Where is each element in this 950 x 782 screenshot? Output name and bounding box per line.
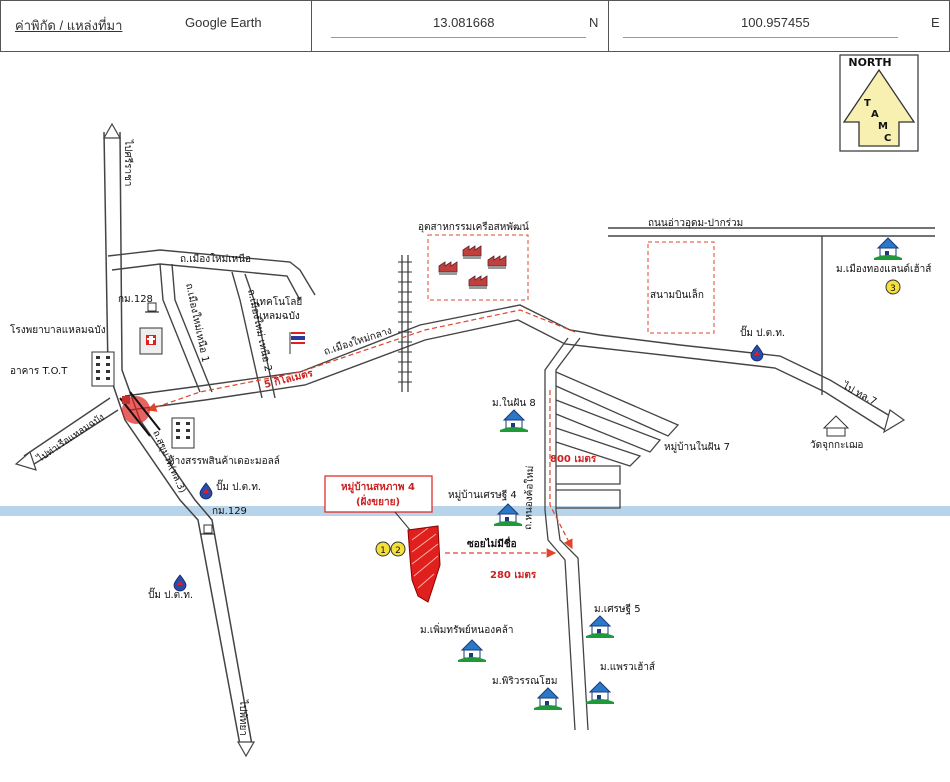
landmark-icon (122, 396, 130, 404)
arrow-left-icon (14, 450, 37, 471)
label-project-subtitle: (ฝั่งขยาย) (356, 494, 400, 508)
label-setthi-5: ม.เศรษฐี 5 (594, 603, 641, 615)
temple-icon (822, 415, 850, 437)
label-rd-ao-udom: ถนนอ่าวอุดม-ปากร่วม (648, 218, 743, 229)
latitude-value: 13.081668 (433, 15, 495, 30)
label-department-store: ห้างสรรพสินค้าเดอะมอลล์ (168, 455, 280, 467)
muang-mai-nuea-road (107, 249, 316, 399)
project-callout-box (324, 475, 433, 513)
airport-boundary (647, 241, 715, 334)
nong-kho-mai-road (544, 337, 680, 731)
house-icon (585, 615, 615, 639)
label-wat-chuk: วัดจุกกะเฌอ (810, 440, 863, 451)
label-km128: กม.128 (118, 294, 153, 305)
ptt-station-icon (199, 482, 213, 500)
label-project-title: หมู่บ้านสหภาพ 4 (341, 481, 415, 494)
label-soi-no-name: ซอยไม่มีชื่อ (467, 536, 517, 550)
hospital-icon (139, 327, 163, 355)
arrow-up-icon (102, 122, 122, 139)
label-hospital: โรงพยาบาลแหลมฉบัง (10, 323, 106, 336)
source-value: Google Earth (185, 15, 262, 30)
label-rd-muang-mai-nuea: ถ.เมืองใหม่เหนือ (180, 253, 251, 265)
label-rd-muang-mai-nuea1: ถ.เมืองใหม่เหนือ 1 (183, 282, 211, 363)
label-nai-fun-8: ม.ในฝัน 8 (492, 397, 536, 409)
label-to-sriracha: ไปศรีราชา (122, 139, 134, 186)
compass-letter: M (878, 121, 888, 132)
muang-mai-klang-road (124, 304, 891, 431)
highlight-band (0, 506, 950, 516)
factory-icon (462, 245, 482, 260)
divider (311, 1, 312, 52)
north-compass (839, 54, 919, 152)
industrial-estate-boundary (427, 234, 529, 301)
compass-title: NORTH (848, 56, 891, 69)
route-path (146, 309, 576, 558)
lon-underline (623, 37, 898, 38)
house-icon (457, 639, 487, 663)
project-site-hatch (411, 527, 439, 589)
factory-icon (487, 255, 507, 270)
compass-letter: A (871, 109, 879, 120)
arrow-down-icon (236, 741, 256, 758)
lat-underline (331, 37, 586, 38)
longitude-direction: E (931, 15, 940, 30)
label-tot: อาคาร T.O.T (10, 366, 68, 377)
marker-1-icon (375, 541, 391, 557)
marker-3-label: 3 (890, 284, 896, 294)
ao-udom-road (608, 227, 935, 395)
railway (398, 255, 412, 392)
arrow-right-icon (883, 409, 906, 434)
latitude-direction: N (589, 15, 599, 30)
marker-1-label: 1 (380, 546, 386, 556)
marker-3-icon (885, 279, 901, 295)
department-store-icon (171, 417, 195, 449)
label-perm-sap: ม.เพิ่มทรัพย์หนองคล้า (420, 622, 514, 636)
location-map: NORTH T A M C ไปศรีราชา ไปพัทยา ไปท่าเรื… (0, 54, 950, 758)
label-ptt-right: ปั๊ม ป.ต.ท. (740, 325, 785, 339)
ptt-station-icon (173, 574, 187, 592)
label-800m: 800 เมตร (550, 454, 597, 465)
ptt-station-icon (750, 344, 764, 362)
divider (608, 1, 609, 52)
label-small-airport: สนามบินเล็ก (650, 287, 704, 301)
factory-icon (468, 275, 488, 290)
house-icon (533, 687, 563, 711)
label-to-route7: ไป ทล.7 (840, 380, 879, 408)
compass-letter: C (884, 133, 891, 144)
port-road (23, 397, 119, 469)
info-header: ค่าพิกัด / แหล่งที่มา Google Earth 13.08… (0, 0, 950, 52)
label-ptt-bottom: ปั๊ม ป.ต.ท. (148, 587, 193, 601)
label-nai-fun-7: หมู่บ้านในฝัน 7 (664, 441, 730, 453)
thai-flag-icon (289, 332, 305, 354)
house-icon (499, 409, 529, 433)
label-km129: กม.129 (212, 506, 247, 517)
intersection-bridge-icon (119, 391, 161, 437)
factory-icon (438, 261, 458, 276)
label-rd-nong-kho-mai: ถ.หนองค้อใหม่ (522, 465, 536, 530)
label-muang-thong: ม.เมืองทองแลนด์เฮ้าส์ (836, 263, 931, 275)
callout-leader (394, 511, 411, 531)
marker-2-label: 2 (395, 546, 401, 556)
house-icon (585, 681, 615, 705)
compass-letter: T (864, 98, 871, 109)
longitude-value: 100.957455 (741, 15, 810, 30)
label-phiwan: ม.พิริวรรณโฮม (492, 674, 557, 687)
label-setthi-4: หมู่บ้านเศรษฐี 4 (448, 489, 517, 501)
tot-building-icon (91, 351, 115, 387)
label-phraew: ม.แพรวเฮ้าส์ (600, 661, 655, 673)
project-site-area[interactable] (407, 525, 441, 603)
label-industrial-estate: อุตสาหกรรมเครือสหพัฒน์ (418, 221, 529, 233)
label-to-pattaya: ไปพัทยา (237, 699, 249, 736)
house-icon (873, 237, 903, 261)
label-ptt-left: ปั๊ม ป.ต.ท. (216, 479, 261, 493)
coords-label[interactable]: ค่าพิกัด / แหล่งที่มา (15, 18, 123, 33)
label-280m: 280 เมตร (490, 570, 537, 581)
label-to-port: ไปท่าเรือแหลมฉบัง (34, 411, 106, 465)
label-tech-college-wrap: เทคโนโลยีแหลมฉบัง (256, 297, 303, 322)
sukhumvit-road (103, 131, 253, 746)
marker-2-icon (390, 541, 406, 557)
label-tech-college: เทคโนโลยีแหลมฉบัง (256, 297, 303, 322)
